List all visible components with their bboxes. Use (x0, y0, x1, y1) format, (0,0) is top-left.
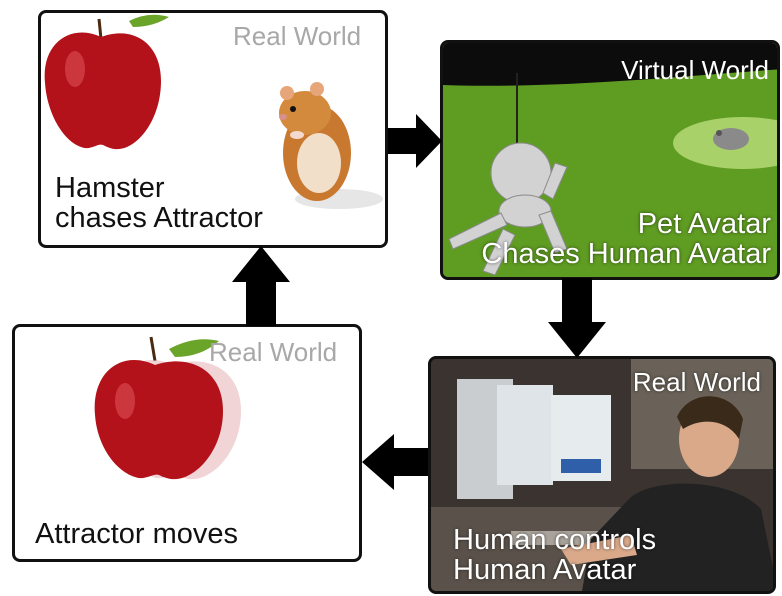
pet-avatar-caption: Pet Avatar Chases Human Avatar (481, 209, 771, 269)
panel-attractor-moves: Real World Attractor moves (12, 324, 362, 562)
attractor-moves-caption: Attractor moves (35, 518, 239, 550)
caption-line-1: Pet Avatar (637, 208, 771, 240)
caption-line-2: Human Avatar (453, 554, 637, 586)
arrow-down-icon (548, 278, 606, 358)
hamster-caption: Hamster chases Attractor (55, 173, 263, 233)
panel-virtual-world: Virtual World Pet Avatar Chases Human Av… (440, 40, 780, 280)
caption-line-2: Chases Human Avatar (481, 238, 771, 270)
caption-line-1: Human controls (453, 524, 657, 556)
caption-line-2: chases Attractor (55, 202, 263, 234)
moving-apple-illustration (94, 336, 241, 480)
human-at-computer-photo (431, 359, 773, 591)
real-world-label: Real World (209, 337, 338, 367)
caption-line-1: Hamster (55, 172, 165, 204)
arrow-up-icon (232, 246, 290, 326)
panel-human-real-world: Real World Human controls Human Avatar (428, 356, 776, 594)
arrow-right-icon (388, 114, 442, 168)
real-world-label: Real World (632, 367, 761, 397)
real-world-label: Real World (233, 21, 362, 51)
arrow-left-icon (362, 434, 428, 490)
virtual-world-label: Virtual World (621, 55, 769, 85)
panel-hamster-real-world: Real World Hamster chases Attractor (38, 10, 388, 248)
virtual-world-scene (443, 43, 777, 277)
human-controls-caption: Human controls Human Avatar (453, 525, 656, 585)
apple-hamster-illustration (44, 14, 383, 209)
